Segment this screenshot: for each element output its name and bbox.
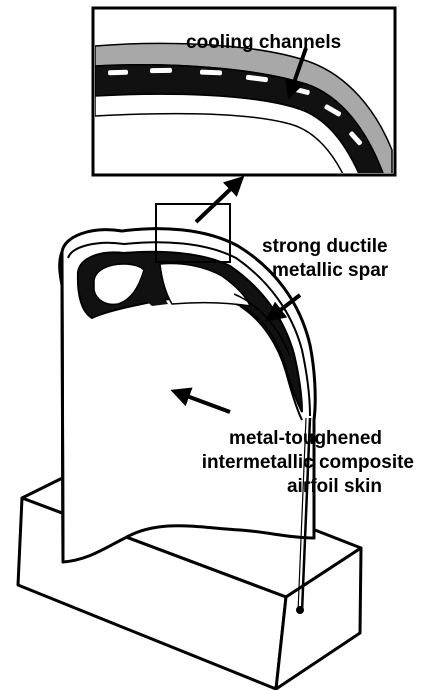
cooling-channels-label: cooling channels [186,32,341,54]
spar-label-line2: metallic spar [272,260,388,282]
arrow-icon [196,180,240,222]
skin-label-line2: intermetallic composite [202,452,414,474]
skin-label-line1: metal-toughened [229,428,382,450]
spar-label-line1: strong ductile [262,236,388,258]
skin-label-line3: airfoil skin [287,476,382,498]
